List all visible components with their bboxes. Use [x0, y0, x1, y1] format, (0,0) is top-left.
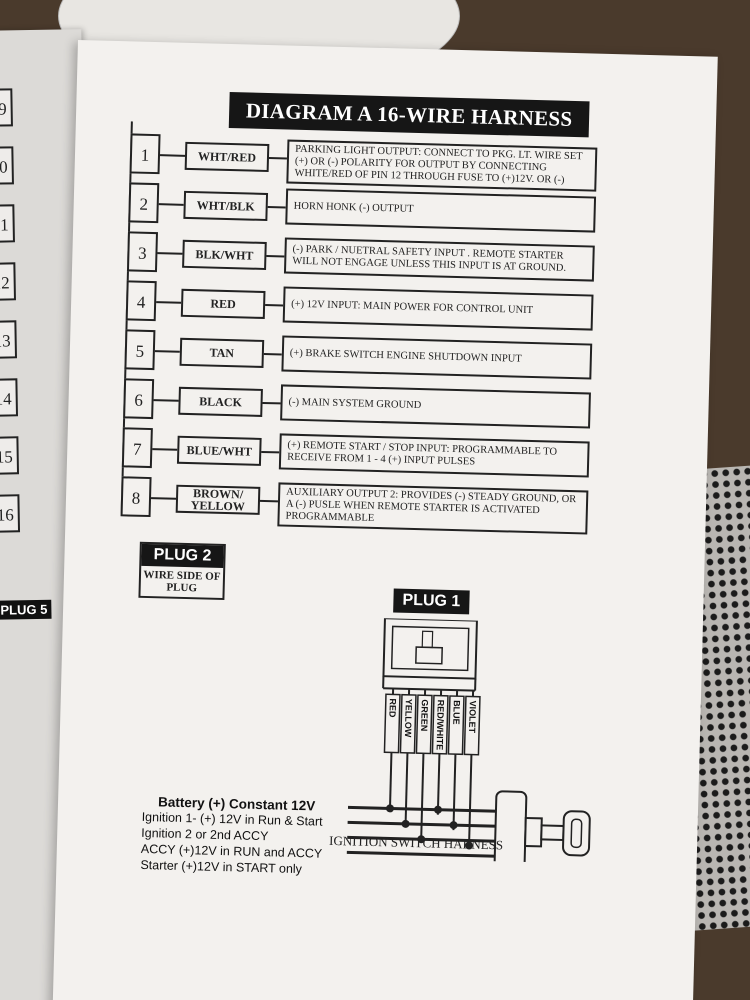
- pin-number: 1: [129, 133, 161, 175]
- left-pin-box: 14: [0, 378, 19, 417]
- wire-color-label: BLK/WHT: [182, 239, 267, 271]
- pin-number: 6: [123, 378, 155, 420]
- wire-color-label: RED: [180, 288, 266, 319]
- pin-number: 4: [125, 280, 157, 322]
- pin-row-8: 8 BROWN/ YELLOW AUXILIARY OUTPUT 2: PROV…: [120, 476, 591, 535]
- wire-tag-green: GREEN: [419, 699, 430, 731]
- wire-color-label: WHT/BLK: [183, 190, 269, 222]
- pin-number: 8: [120, 476, 152, 518]
- pin-description: (+) BRAKE SWITCH ENGINE SHUTDOWN INPUT: [281, 335, 593, 380]
- pin-row-3: 3 BLK/WHT (-) PARK / NUETRAL SAFETY INPU…: [126, 231, 598, 289]
- pin-description: (+) 12V INPUT: MAIN POWER FOR CONTROL UN…: [282, 286, 594, 331]
- pin-number: 2: [128, 182, 160, 224]
- connector-line: [259, 499, 279, 503]
- pin-row-1: 1 WHT/RED PARKING LIGHT OUTPUT: CONNECT …: [129, 133, 600, 192]
- left-pin-box: 15: [0, 436, 20, 475]
- connector-line: [157, 252, 183, 255]
- pin-number: 5: [124, 329, 156, 371]
- pin-row-2: 2 WHT/BLK HORN HONK (-) OUTPUT: [128, 182, 599, 240]
- left-plug-label: PLUG 5: [0, 599, 52, 620]
- pin-row-6: 6 BLACK (-) MAIN SYSTEM GROUND: [123, 378, 594, 436]
- connector-line: [266, 255, 285, 258]
- connector-line: [159, 154, 186, 157]
- connector-line: [262, 401, 281, 405]
- wire-color-label: BLACK: [178, 386, 263, 417]
- wire-tag-blue: BLUE: [451, 700, 462, 725]
- plug1-wiring-diagram: RED YELLOW GREEN RED/WHITE BLUE VIOLET: [346, 617, 591, 864]
- connector-line: [267, 206, 286, 209]
- pin-description: (-) MAIN SYSTEM GROUND: [280, 384, 591, 429]
- pin-description: PARKING LIGHT OUTPUT: CONNECT TO PKG. LT…: [286, 139, 598, 192]
- starter-label: Starter (+)12V in START only: [140, 857, 303, 877]
- connector-line: [156, 301, 182, 304]
- connector-line: [151, 497, 177, 500]
- connector-line: [152, 448, 178, 451]
- left-pin-box: 9: [0, 88, 13, 127]
- instruction-sheet: DIAGRAM A 16-WIRE HARNESS 1 WHT/RED PARK…: [52, 40, 718, 1000]
- wire-color-label: BLUE/WHT: [176, 435, 262, 466]
- left-pin-box: 10: [0, 146, 14, 185]
- connector-line: [263, 352, 282, 356]
- connector-line: [261, 450, 280, 454]
- plug2-title: PLUG 2: [141, 543, 224, 568]
- pin-description: (-) PARK / NUETRAL SAFETY INPUT . REMOTE…: [283, 237, 595, 282]
- plug1-wire-tags: RED YELLOW GREEN RED/WHITE BLUE VIOLET: [383, 693, 481, 756]
- plug2-box: PLUG 2 WIRE SIDE OF PLUG: [138, 541, 226, 601]
- wire-color-label: WHT/RED: [184, 141, 270, 173]
- pin-number: 7: [121, 427, 153, 469]
- left-pin-box: 16: [0, 494, 21, 533]
- wire-tag-violet: VIOLET: [467, 700, 478, 733]
- pin-row-4: 4 RED (+) 12V INPUT: MAIN POWER FOR CONT…: [125, 280, 597, 338]
- plug1-connector: [382, 617, 478, 692]
- wire-tag-yellow: YELLOW: [403, 699, 414, 738]
- connector-line: [265, 303, 284, 307]
- left-pin-box: 11: [0, 204, 15, 243]
- left-pin-box: 12: [0, 262, 16, 301]
- connector-line: [153, 399, 179, 402]
- pin-number: 3: [126, 231, 158, 273]
- plug1-title: PLUG 1: [393, 588, 470, 615]
- connector-line: [268, 157, 287, 160]
- ignition-switch: [493, 790, 591, 864]
- pin-description: (+) REMOTE START / STOP INPUT: PROGRAMMA…: [278, 433, 590, 478]
- left-pin-box: 13: [0, 320, 18, 359]
- pin-row-5: 5 TAN (+) BRAKE SWITCH ENGINE SHUTDOWN I…: [124, 329, 595, 387]
- ignition-harness-lines: [346, 804, 498, 858]
- connector-line: [158, 203, 184, 206]
- pin-description: HORN HONK (-) OUTPUT: [285, 188, 597, 233]
- pin-row-7: 7 BLUE/WHT (+) REMOTE START / STOP INPUT…: [121, 427, 593, 485]
- pin-description: AUXILIARY OUTPUT 2: PROVIDES (-) STEADY …: [277, 482, 589, 535]
- plug2-subtitle: WIRE SIDE OF PLUG: [143, 568, 221, 595]
- wire-tag-red: RED: [387, 698, 398, 718]
- wire-color-label: TAN: [179, 337, 265, 368]
- diagram-title: DIAGRAM A 16-WIRE HARNESS: [228, 91, 590, 138]
- wire-color-label: BROWN/ YELLOW: [175, 484, 261, 515]
- wire-tag-red-white: RED/WHITE: [435, 700, 446, 751]
- connector-line: [154, 350, 180, 353]
